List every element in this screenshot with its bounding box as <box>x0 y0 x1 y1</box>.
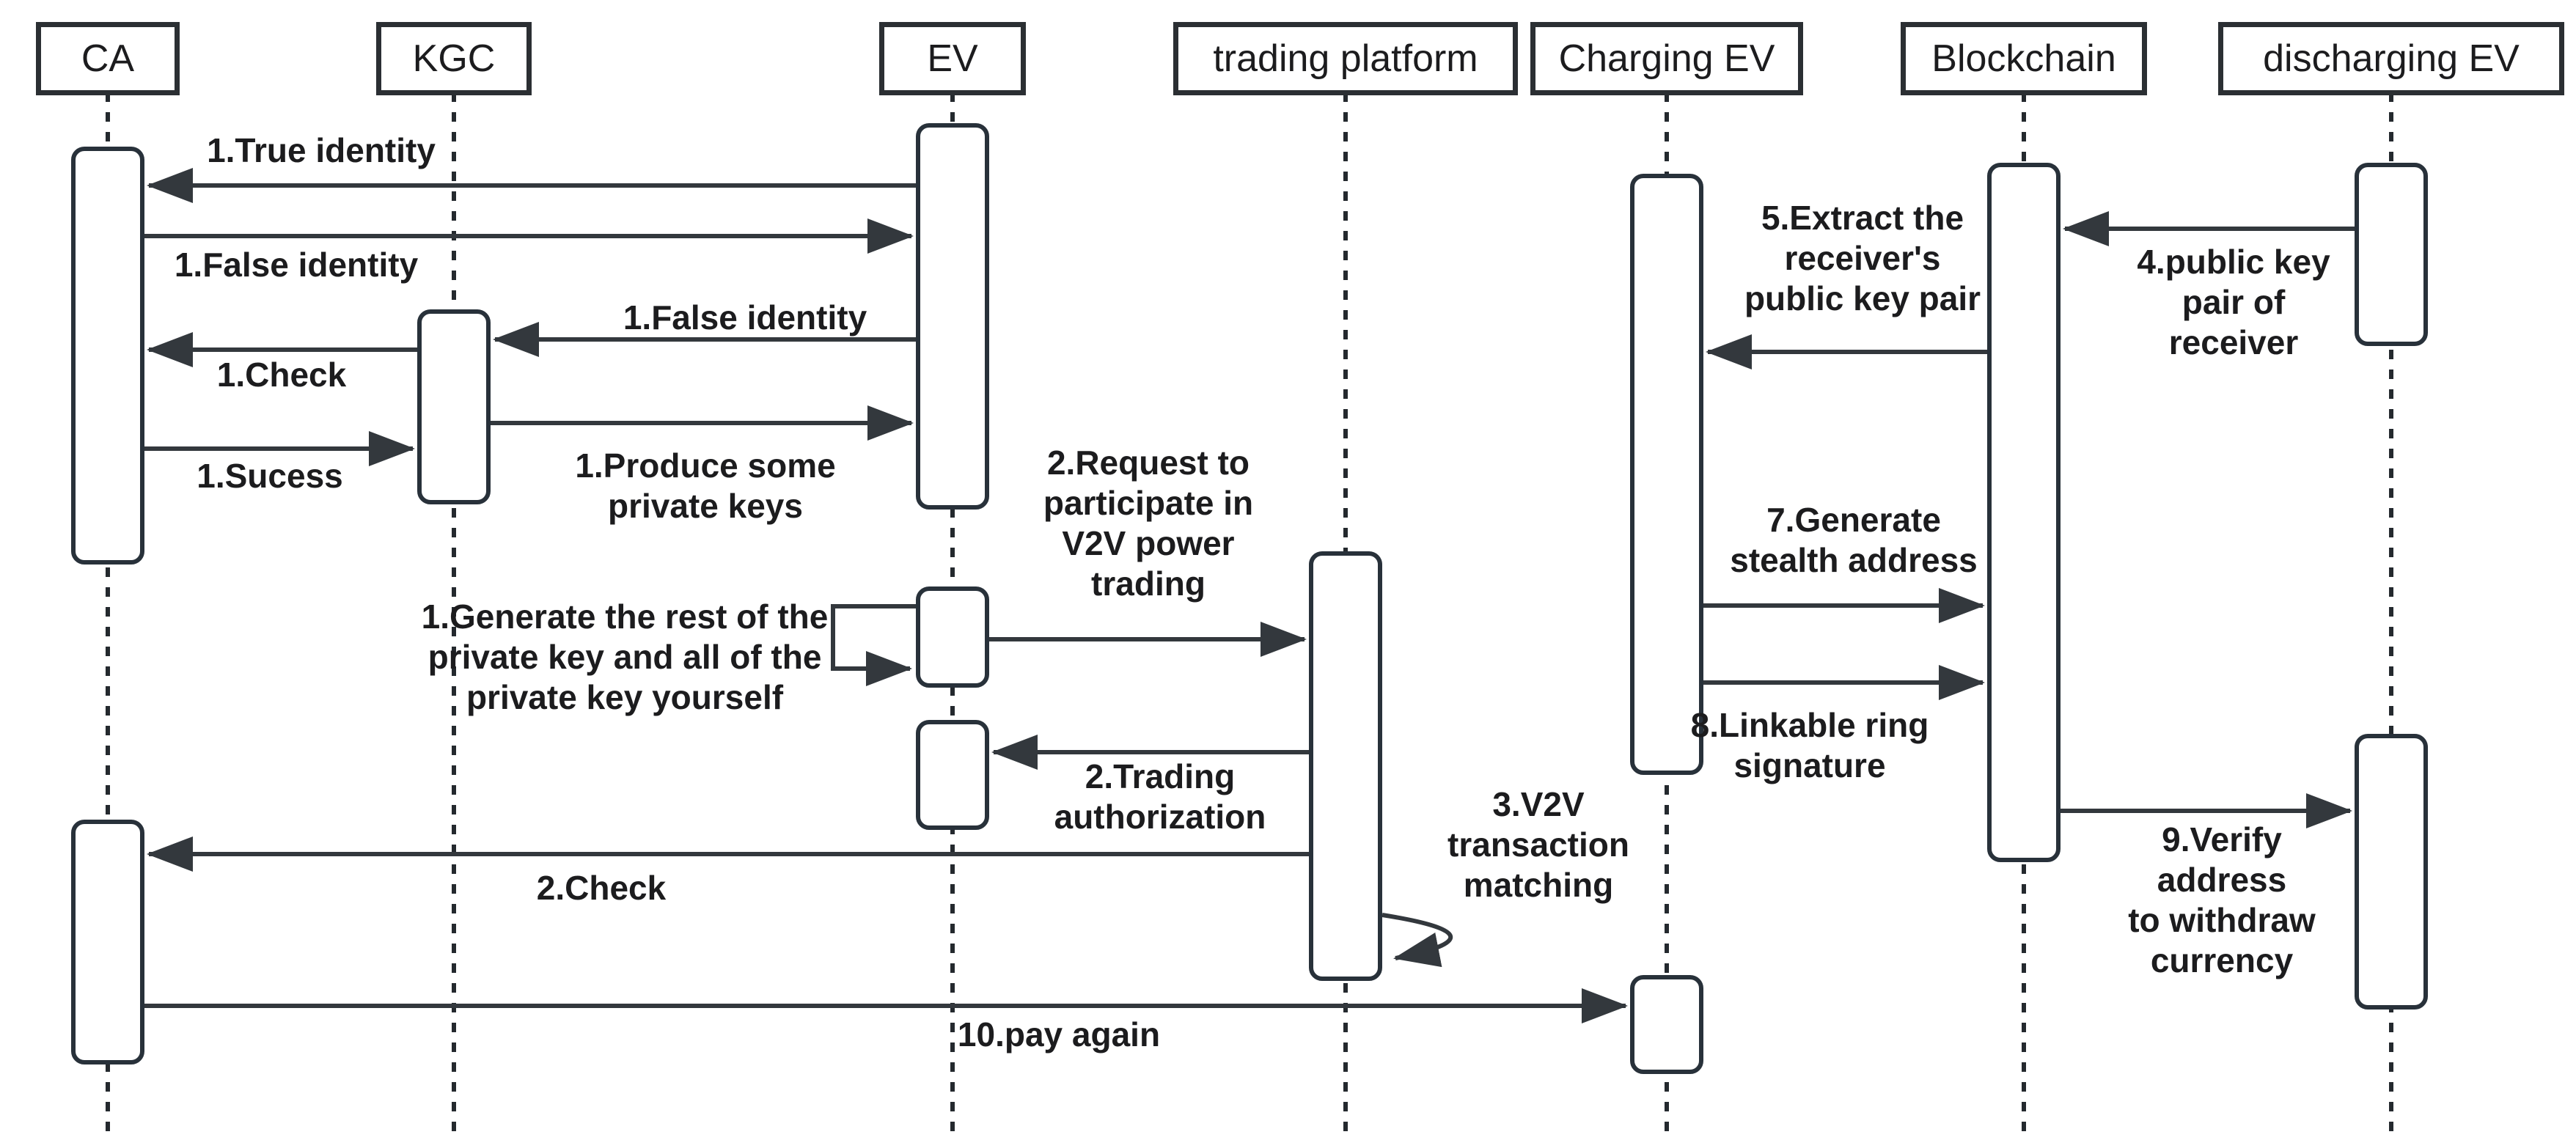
arrow-1-generate-self-loop <box>831 604 916 686</box>
actor-label-ca: CA <box>81 37 135 80</box>
actor-label-discharging-ev: discharging EV <box>2263 37 2520 80</box>
label-1-produce-private-keys: 1.Produce some private keys <box>575 446 836 525</box>
label-1-true-identity: 1.True identity <box>207 131 436 169</box>
activation-ca-2 <box>71 820 144 1064</box>
actor-head-ca: CA <box>36 22 180 95</box>
activation-charging-ev-1 <box>1630 174 1703 775</box>
lifeline-ca <box>106 92 110 1133</box>
label-2-request-participate: 2.Request to participate in V2V power tr… <box>1043 444 1254 603</box>
lifeline-discharging-ev <box>2389 92 2393 1133</box>
activation-blockchain-1 <box>1987 163 2061 862</box>
activation-discharging-ev-1 <box>2355 163 2428 346</box>
activation-ca-1 <box>71 147 144 565</box>
actor-label-kgc: KGC <box>412 37 496 80</box>
label-1-false-identity-ev-kgc: 1.False identity <box>623 298 867 337</box>
actor-label-blockchain: Blockchain <box>1931 37 2116 80</box>
label-4-public-key-pair: 4.public key pair of receiver <box>2137 243 2330 361</box>
actor-head-charging-ev: Charging EV <box>1530 22 1803 95</box>
label-10-pay-again: 10.pay again <box>957 1015 1161 1053</box>
label-2-check: 2.Check <box>536 869 667 907</box>
activation-ev-3 <box>916 720 989 830</box>
actor-label-ev: EV <box>927 37 978 80</box>
label-3-v2v-matching: 3.V2V transaction matching <box>1447 785 1629 904</box>
activation-ev-1 <box>916 123 989 510</box>
label-7-generate-stealth: 7.Generate stealth address <box>1730 501 1978 579</box>
activation-kgc-1 <box>417 309 491 504</box>
actor-label-charging-ev: Charging EV <box>1558 37 1775 80</box>
label-2-trading-authorization: 2.Trading authorization <box>1054 757 1266 836</box>
arrow-3-v2v-matching-self-loop <box>1381 913 1453 968</box>
lifeline-kgc <box>452 92 456 1133</box>
label-5-extract-key-pair: 5.Extract the receiver's public key pair <box>1744 199 1981 317</box>
activation-charging-ev-2 <box>1630 975 1703 1074</box>
actor-head-blockchain: Blockchain <box>1901 22 2147 95</box>
label-9-verify-address: 9.Verify address to withdraw currency <box>2128 820 2316 979</box>
label-1-false-identity-ca-ev: 1.False identity <box>174 246 419 284</box>
label-1-generate-rest: 1.Generate the rest of the private key a… <box>421 597 829 716</box>
actor-label-trading-platform: trading platform <box>1213 37 1478 80</box>
actor-head-discharging-ev: discharging EV <box>2218 22 2564 95</box>
actor-head-kgc: KGC <box>376 22 532 95</box>
actor-head-ev: EV <box>879 22 1026 95</box>
activation-discharging-ev-2 <box>2355 734 2428 1010</box>
activation-ev-2 <box>916 586 989 688</box>
label-1-sucess: 1.Sucess <box>197 457 343 495</box>
actor-head-trading-platform: trading platform <box>1173 22 1518 95</box>
label-8-linkable-ring: 8.Linkable ring signature <box>1690 706 1929 784</box>
label-1-check: 1.Check <box>216 356 347 394</box>
activation-trading-platform-1 <box>1309 551 1382 981</box>
